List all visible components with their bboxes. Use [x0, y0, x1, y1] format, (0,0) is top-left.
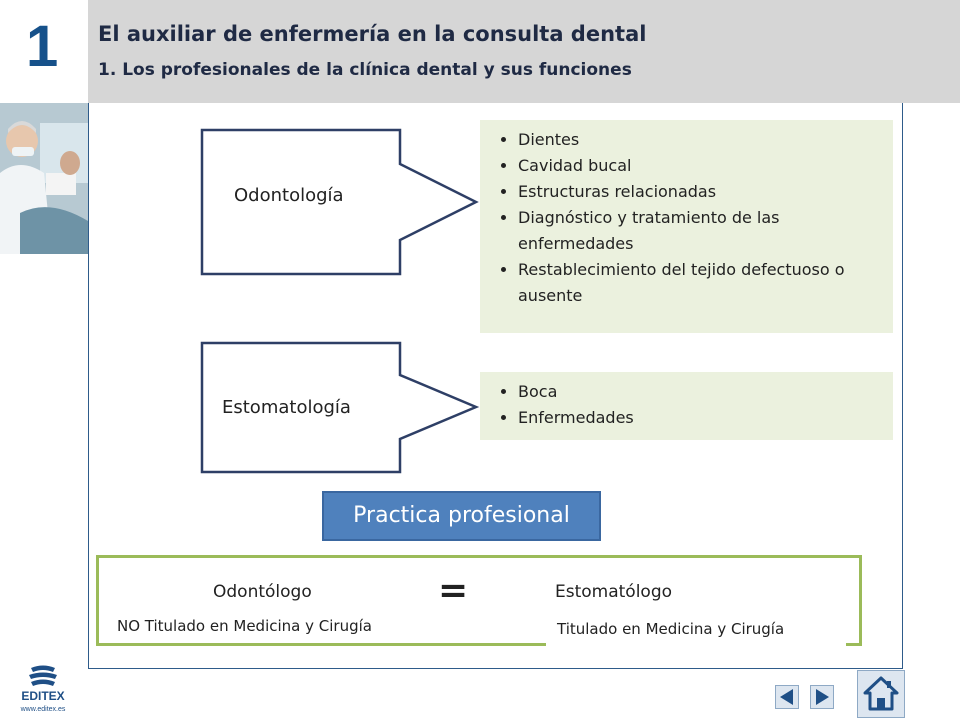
triangle-left-icon	[780, 689, 793, 705]
next-button[interactable]	[810, 685, 834, 709]
odontologia-arrow	[200, 128, 479, 276]
equals-sign: =	[438, 570, 469, 611]
dental-photo-illustration	[0, 103, 88, 254]
dental-photo	[0, 103, 88, 254]
content-frame	[88, 103, 903, 669]
editex-logo-mark: EDITEX www.editex.es	[20, 665, 66, 713]
editex-logo: EDITEX www.editex.es	[14, 664, 72, 714]
list-item: Restablecimiento del tejido defectuoso o…	[518, 257, 893, 309]
list-item: Boca	[518, 379, 893, 405]
slide-title: El auxiliar de enfermería en la consulta…	[98, 22, 647, 46]
prev-button[interactable]	[775, 685, 799, 709]
list-item: Enfermedades	[518, 405, 893, 431]
note-background	[546, 612, 846, 646]
estomatologia-label: Estomatología	[222, 397, 351, 418]
svg-text:EDITEX: EDITEX	[21, 689, 64, 703]
estomatologia-box: Boca Enfermedades	[480, 372, 893, 440]
header-band	[88, 0, 960, 103]
odontologia-box: Dientes Cavidad bucal Estructuras relaci…	[480, 120, 893, 333]
odontologo-title: Odontólogo	[213, 582, 312, 602]
list-item: Cavidad bucal	[518, 153, 893, 179]
slide-subtitle: 1. Los profesionales de la clínica denta…	[98, 60, 632, 80]
estomatologia-list: Boca Enfermedades	[480, 379, 893, 431]
chapter-number: 1	[26, 14, 59, 79]
list-item: Estructuras relacionadas	[518, 179, 893, 205]
home-button[interactable]	[857, 670, 905, 718]
odontologia-list: Dientes Cavidad bucal Estructuras relaci…	[480, 127, 893, 309]
svg-text:www.editex.es: www.editex.es	[20, 706, 66, 713]
house-icon	[863, 676, 899, 711]
estomatologia-arrow	[200, 341, 480, 474]
triangle-right-icon	[816, 689, 829, 705]
list-item: Diagnóstico y tratamiento de las enferme…	[518, 205, 893, 257]
estomatologo-title: Estomatólogo	[555, 582, 673, 602]
estomatologo-note: Titulado en Medicina y Cirugía	[557, 620, 785, 638]
practice-label-box: Practica profesional	[322, 491, 601, 541]
list-item: Dientes	[518, 127, 893, 153]
odontologia-label: Odontología	[234, 185, 344, 206]
odontologo-note: NO Titulado en Medicina y Cirugía	[117, 617, 372, 635]
